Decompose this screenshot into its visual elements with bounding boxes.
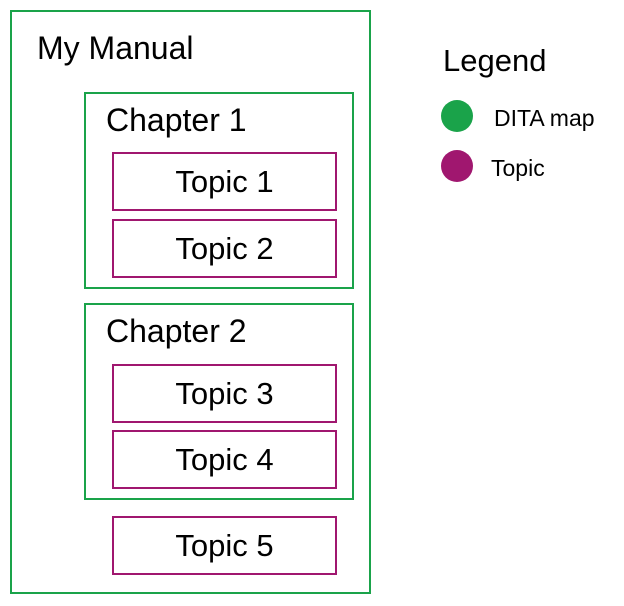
- manual-title: My Manual: [37, 30, 194, 66]
- topic-5-label: Topic 5: [175, 528, 274, 563]
- topic-5-box: Topic 5: [112, 516, 337, 575]
- topic-3-label: Topic 3: [175, 376, 274, 411]
- topic-1-label: Topic 1: [175, 164, 274, 199]
- topic-2-label: Topic 2: [175, 231, 274, 266]
- topic-1-box: Topic 1: [112, 152, 337, 211]
- topic-3-box: Topic 3: [112, 364, 337, 423]
- topic-4-box: Topic 4: [112, 430, 337, 489]
- dita-map-legend-label: DITA map: [494, 105, 595, 131]
- topic-legend-label: Topic: [491, 155, 545, 181]
- legend-title: Legend: [443, 43, 547, 78]
- topic-legend-icon: [441, 150, 473, 182]
- topic-4-label: Topic 4: [175, 442, 274, 477]
- chapter-2-title: Chapter 2: [106, 313, 247, 349]
- chapter-1-title: Chapter 1: [106, 102, 247, 138]
- topic-2-box: Topic 2: [112, 219, 337, 278]
- dita-map-legend-icon: [441, 100, 473, 132]
